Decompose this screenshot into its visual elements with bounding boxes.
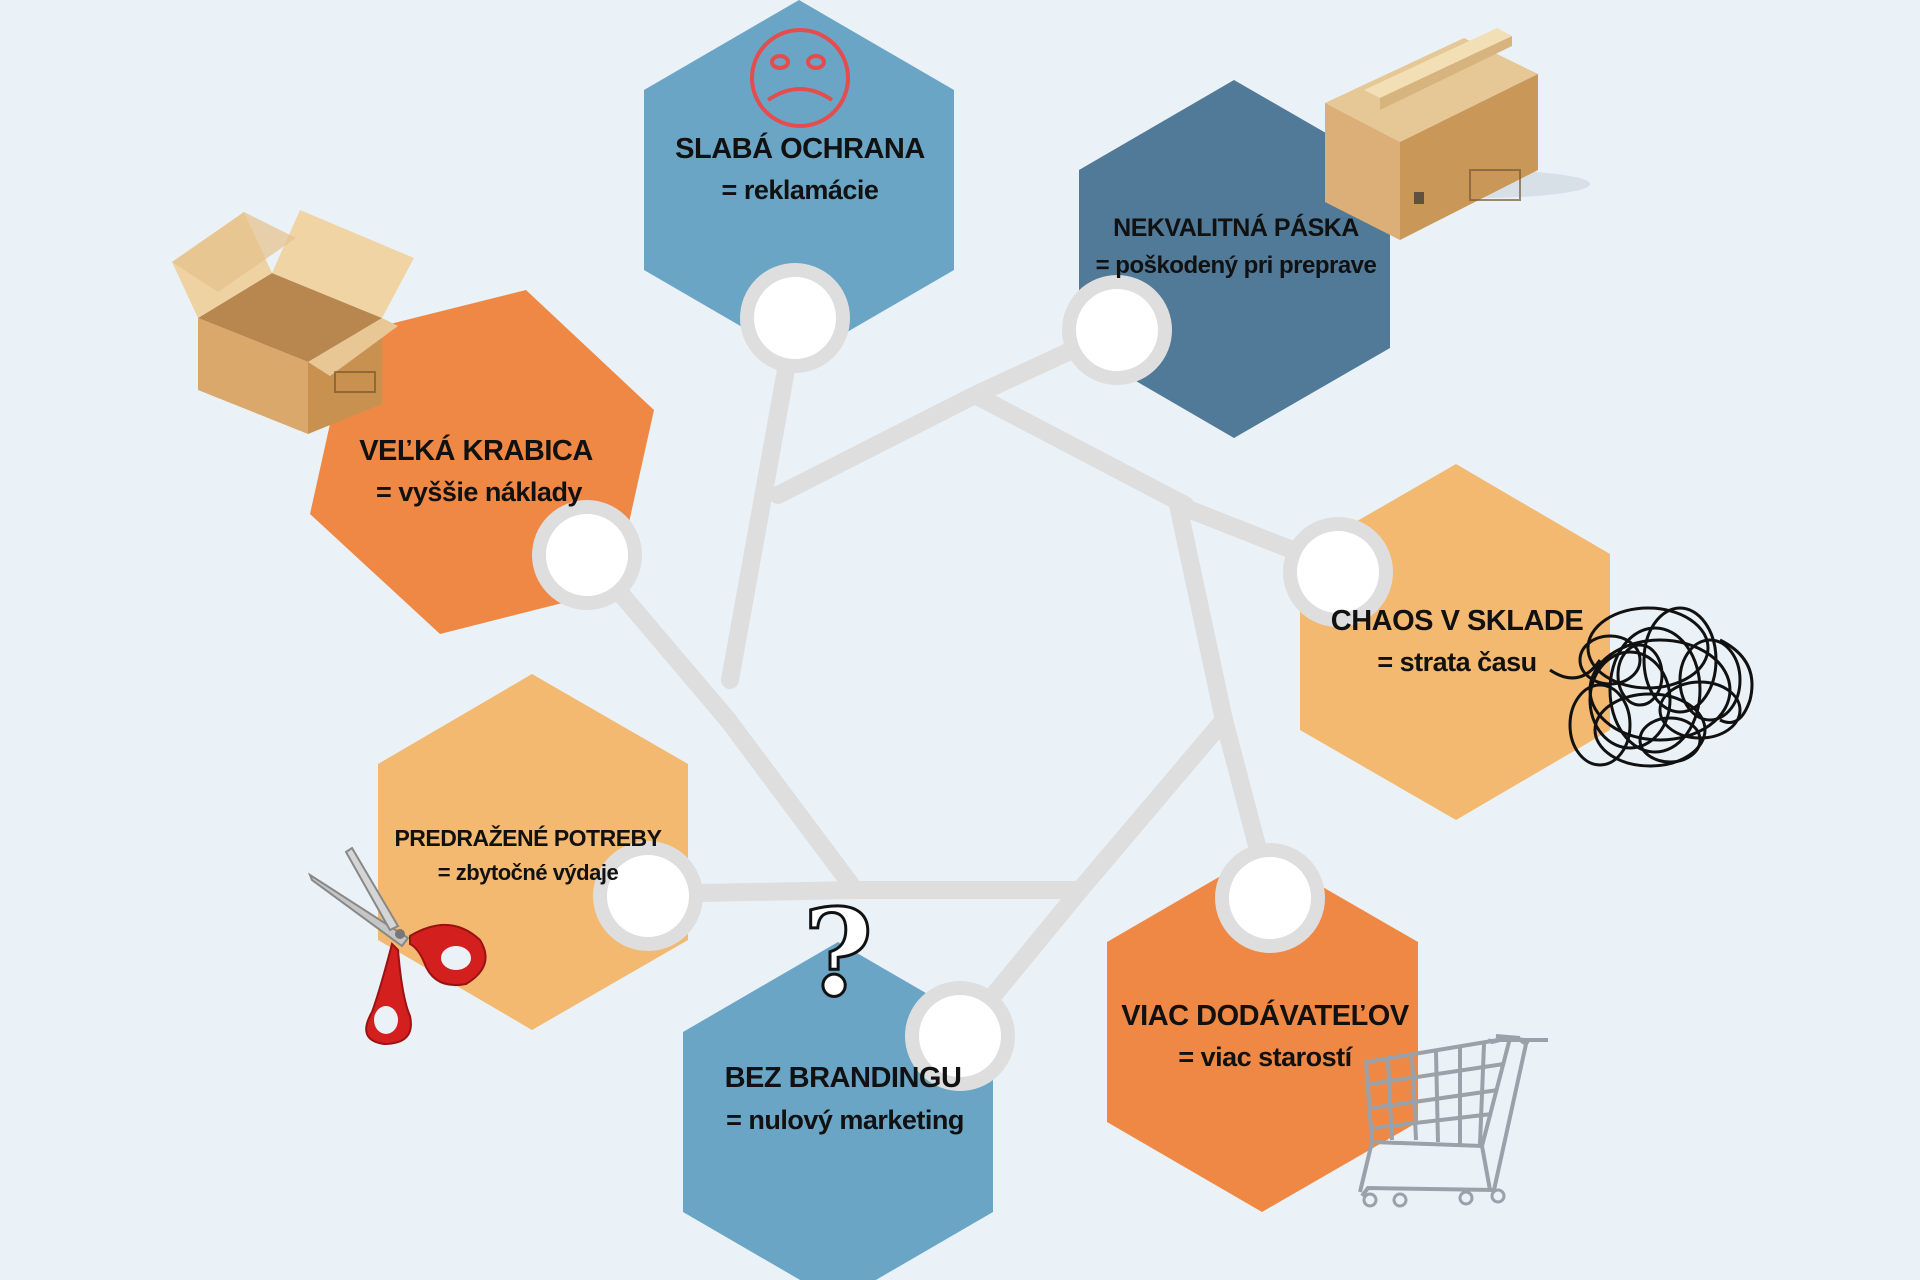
label-big-box: VEĽKÁ KRABICA = vyššie náklady <box>359 433 594 507</box>
problem-title: SLABÁ OCHRANA <box>675 131 925 165</box>
open-box-icon <box>172 210 414 434</box>
connector-line <box>1169 496 1233 729</box>
closed-box-icon <box>1325 28 1590 240</box>
problem-title: NEKVALITNÁ PÁSKA <box>1113 213 1359 242</box>
question-mark-icon: ? <box>803 883 873 1024</box>
problem-title: CHAOS V SKLADE <box>1331 605 1584 637</box>
problem-consequence: = zbytočné výdaje <box>438 860 619 885</box>
connector-line <box>966 386 1194 514</box>
label-no-branding: BEZ BRANDINGU = nulový marketing <box>725 1062 965 1135</box>
problem-consequence: = viac starostí <box>1178 1042 1353 1072</box>
problem-consequence: = nulový marketing <box>726 1105 964 1135</box>
nodes <box>532 263 1393 1091</box>
connector-line <box>769 386 984 504</box>
node-warehouse-chaos <box>1283 517 1393 627</box>
problem-consequence: = reklamácie <box>722 175 879 205</box>
problem-title: VEĽKÁ KRABICA <box>359 433 593 467</box>
label-warehouse-chaos: CHAOS V SKLADE = strata času <box>1331 605 1584 677</box>
connector-line <box>721 311 804 689</box>
node-no-branding <box>905 981 1015 1091</box>
scissors-icon <box>307 846 487 1046</box>
label-overpriced-supplies: PREDRAŽENÉ POTREBY = zbytočné výdaje <box>394 824 662 885</box>
connector-line <box>1071 711 1233 899</box>
problem-consequence: = vyššie náklady <box>376 477 582 507</box>
hex-weak-protection <box>644 0 954 360</box>
node-overpriced-supplies <box>593 841 703 951</box>
problem-title: BEZ BRANDINGU <box>725 1062 962 1094</box>
problem-consequence: = strata času <box>1377 647 1536 677</box>
node-weak-protection <box>740 263 850 373</box>
problem-consequence: = poškodený pri preprave <box>1096 252 1377 279</box>
label-poor-tape: NEKVALITNÁ PÁSKA = poškodený pri preprav… <box>1096 213 1377 279</box>
sad-face-icon <box>750 28 850 128</box>
node-poor-tape <box>1062 275 1172 385</box>
label-more-suppliers: VIAC DODÁVATEĽOV = viac starostí <box>1121 998 1410 1072</box>
connector-line <box>719 711 864 899</box>
tangled-scribble-icon <box>1549 606 1754 768</box>
node-more-suppliers <box>1215 843 1325 953</box>
shopping-cart-icon <box>1358 1034 1548 1208</box>
label-weak-protection: SLABÁ OCHRANA = reklamácie <box>675 131 926 205</box>
problem-title: PREDRAŽENÉ POTREBY <box>394 824 661 851</box>
hex-warehouse-chaos <box>1300 464 1610 820</box>
problem-title: VIAC DODÁVATEĽOV <box>1121 998 1410 1032</box>
node-big-box <box>532 500 642 610</box>
hex-more-suppliers <box>1107 852 1418 1212</box>
